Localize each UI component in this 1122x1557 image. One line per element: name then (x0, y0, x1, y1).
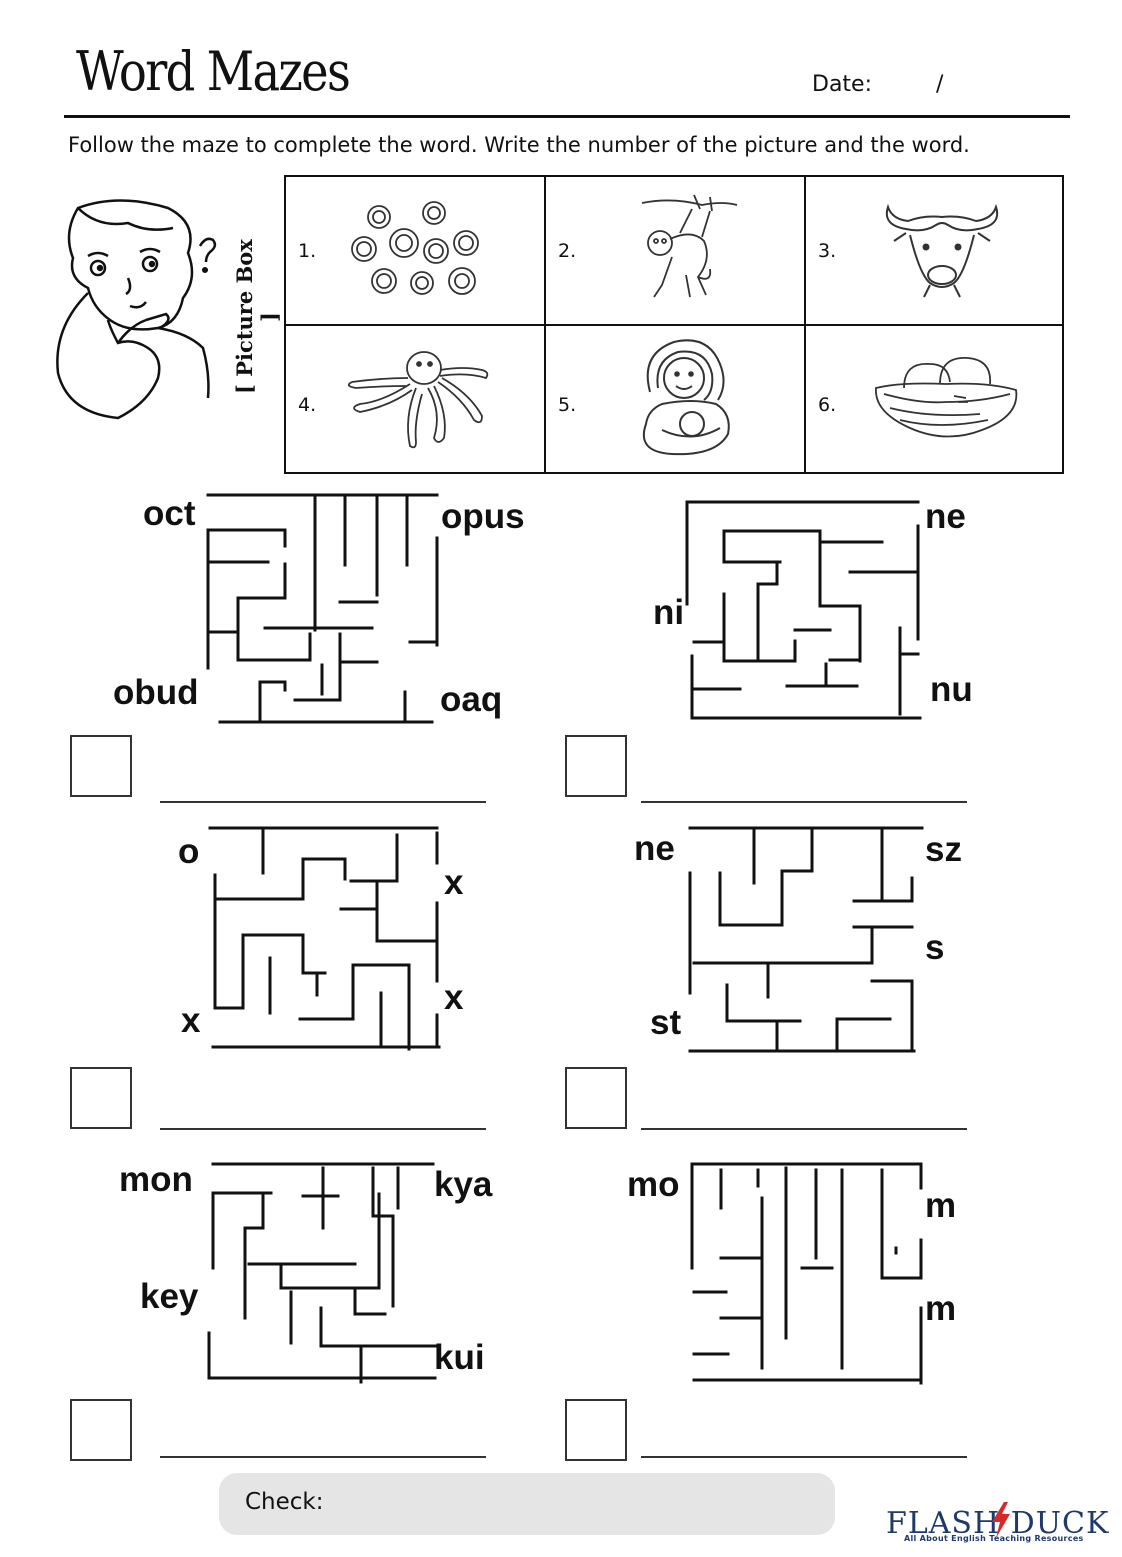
maze-2-label-br: nu (930, 670, 973, 709)
maze-3-label-mr: x (444, 978, 464, 1017)
picture-cell-5: 5. (546, 326, 806, 472)
buttons-icon (351, 201, 479, 295)
maze-5-label-tl: mon (119, 1160, 193, 1199)
mother-baby-icon (642, 339, 730, 456)
maze-3-label-bl: x (181, 1001, 201, 1040)
answer-line-1[interactable] (160, 801, 486, 803)
answer-line-6[interactable] (641, 1456, 967, 1458)
picture-cell-2: 2. (546, 177, 806, 326)
picture-cell-3: 3. (806, 177, 1062, 326)
page-title: Word Mazes (76, 40, 351, 103)
picture-cell-6: 6. (806, 326, 1062, 472)
maze-3-label-tl: o (178, 832, 200, 871)
date-label: Date: (812, 72, 872, 97)
answer-box-1[interactable] (70, 735, 132, 797)
maze-1 (206, 493, 439, 724)
maze-5-label-br: kui (434, 1338, 485, 1377)
maze-6-label-tl: mo (627, 1165, 680, 1204)
picture-box-label: [ Picture Box ] (232, 239, 282, 395)
maze-2-label-ml: ni (653, 593, 685, 632)
answer-line-4[interactable] (641, 1128, 967, 1130)
lightning-icon (992, 1502, 1010, 1538)
maze-1-label-bl: obud (113, 673, 199, 712)
check-field[interactable]: Check: (219, 1473, 835, 1535)
picture-box-grid: 1. 2. 3. (284, 175, 1064, 474)
answer-line-2[interactable] (641, 801, 967, 803)
octopus-icon (347, 351, 489, 449)
brand-tagline: All About English Teaching Resources (904, 1534, 1084, 1543)
thinking-boy-icon (56, 199, 217, 420)
monkey-icon (641, 194, 738, 298)
maze-2 (685, 500, 922, 720)
maze-5-label-ml: key (140, 1277, 199, 1316)
nest-icon (875, 357, 1018, 438)
maze-1-label-tl: oct (143, 494, 196, 533)
answer-line-5[interactable] (160, 1456, 486, 1458)
check-label: Check: (245, 1489, 324, 1515)
maze-4-label-tr: sz (925, 830, 962, 869)
brand-logo: FLASH DUCK All About English Teaching Re… (886, 1500, 1112, 1548)
instructions: Follow the maze to complete the word. Wr… (68, 133, 970, 157)
maze-6-label-mr: m (925, 1289, 957, 1328)
maze-6 (690, 1162, 923, 1385)
answer-box-5[interactable] (70, 1399, 132, 1461)
picture-cell-4: 4. (286, 326, 546, 472)
answer-box-2[interactable] (565, 735, 627, 797)
answer-box-6[interactable] (565, 1399, 627, 1461)
answer-box-3[interactable] (70, 1067, 132, 1129)
maze-2-label-tr: ne (925, 497, 966, 536)
maze-5-label-tr: kya (434, 1165, 493, 1204)
date-separator: / (936, 72, 944, 97)
maze-4-label-mr: s (925, 928, 945, 967)
header-rule (64, 115, 1070, 118)
maze-3-label-tr: x (444, 863, 464, 902)
maze-4 (688, 826, 924, 1053)
maze-4-label-bl: st (650, 1003, 682, 1042)
picture-cell-1: 1. (286, 177, 546, 326)
maze-6-label-tr: m (925, 1186, 957, 1225)
answer-line-3[interactable] (160, 1128, 486, 1130)
maze-1-label-br: oaq (440, 680, 503, 719)
maze-3 (208, 826, 441, 1051)
maze-5 (207, 1162, 437, 1384)
answer-box-4[interactable] (565, 1067, 627, 1129)
maze-4-label-tl: ne (634, 829, 675, 868)
maze-1-label-tr: opus (441, 497, 525, 536)
buffalo-icon (885, 203, 999, 298)
